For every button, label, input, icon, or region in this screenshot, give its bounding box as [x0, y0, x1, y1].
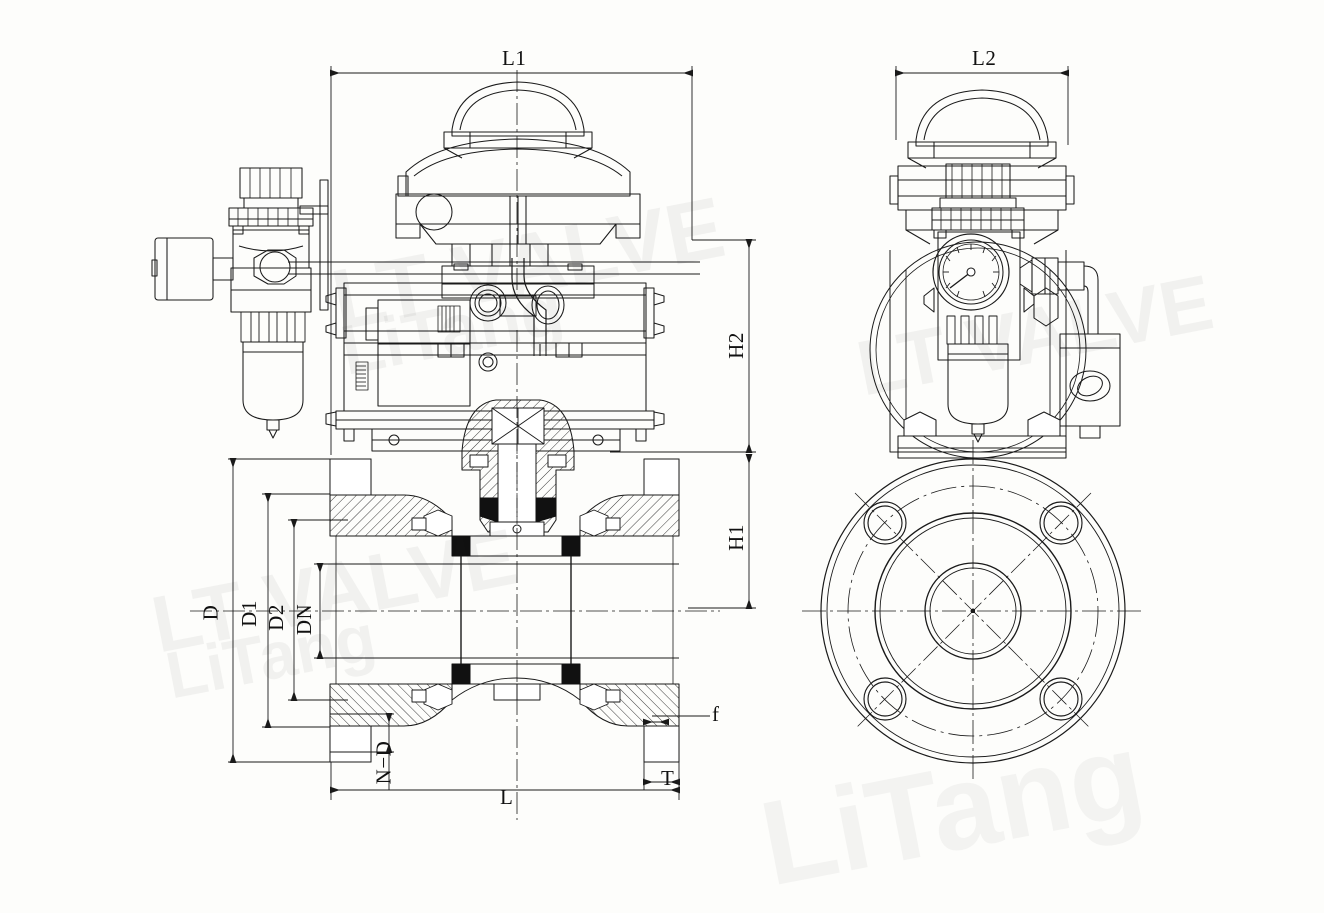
dim-label-H1: H1 [723, 524, 748, 551]
dim-label-DN: DN [292, 603, 317, 636]
dim-label-D1: D1 [236, 600, 261, 627]
dim-label-L2: L2 [972, 46, 997, 70]
bolt-holes [863, 501, 1083, 721]
side-end-flange [802, 440, 1144, 782]
limit-switch-box [395, 81, 641, 267]
dim-label-L: L [500, 785, 514, 809]
dim-label-N-D: N−D [371, 740, 396, 785]
technical-drawing-canvas: LT VALVE LiTang LT VALVE LiTang LT VALVE… [145, 46, 1220, 820]
dimension-lines-side [895, 66, 1069, 145]
side-mounting-plate [897, 411, 1067, 459]
dim-label-f: f [712, 702, 720, 726]
centerlines-front [190, 70, 720, 820]
flange-bolt-hole-indication [330, 713, 371, 753]
side-air-filter-regulator [869, 163, 1087, 459]
dim-label-L1: L1 [502, 46, 527, 70]
dim-label-H2: H2 [723, 332, 748, 359]
valve-stem-assembly [461, 399, 575, 537]
dimension-lines-front [228, 66, 756, 800]
drawing-vector-layer [151, 66, 1144, 820]
dim-label-T: T [661, 766, 675, 790]
dim-label-D: D [198, 604, 223, 621]
dim-label-D2: D2 [263, 604, 288, 631]
ball-valve-body [329, 458, 680, 763]
air-filter-regulator [151, 167, 700, 439]
actuator-mounting-bracket [441, 263, 595, 317]
